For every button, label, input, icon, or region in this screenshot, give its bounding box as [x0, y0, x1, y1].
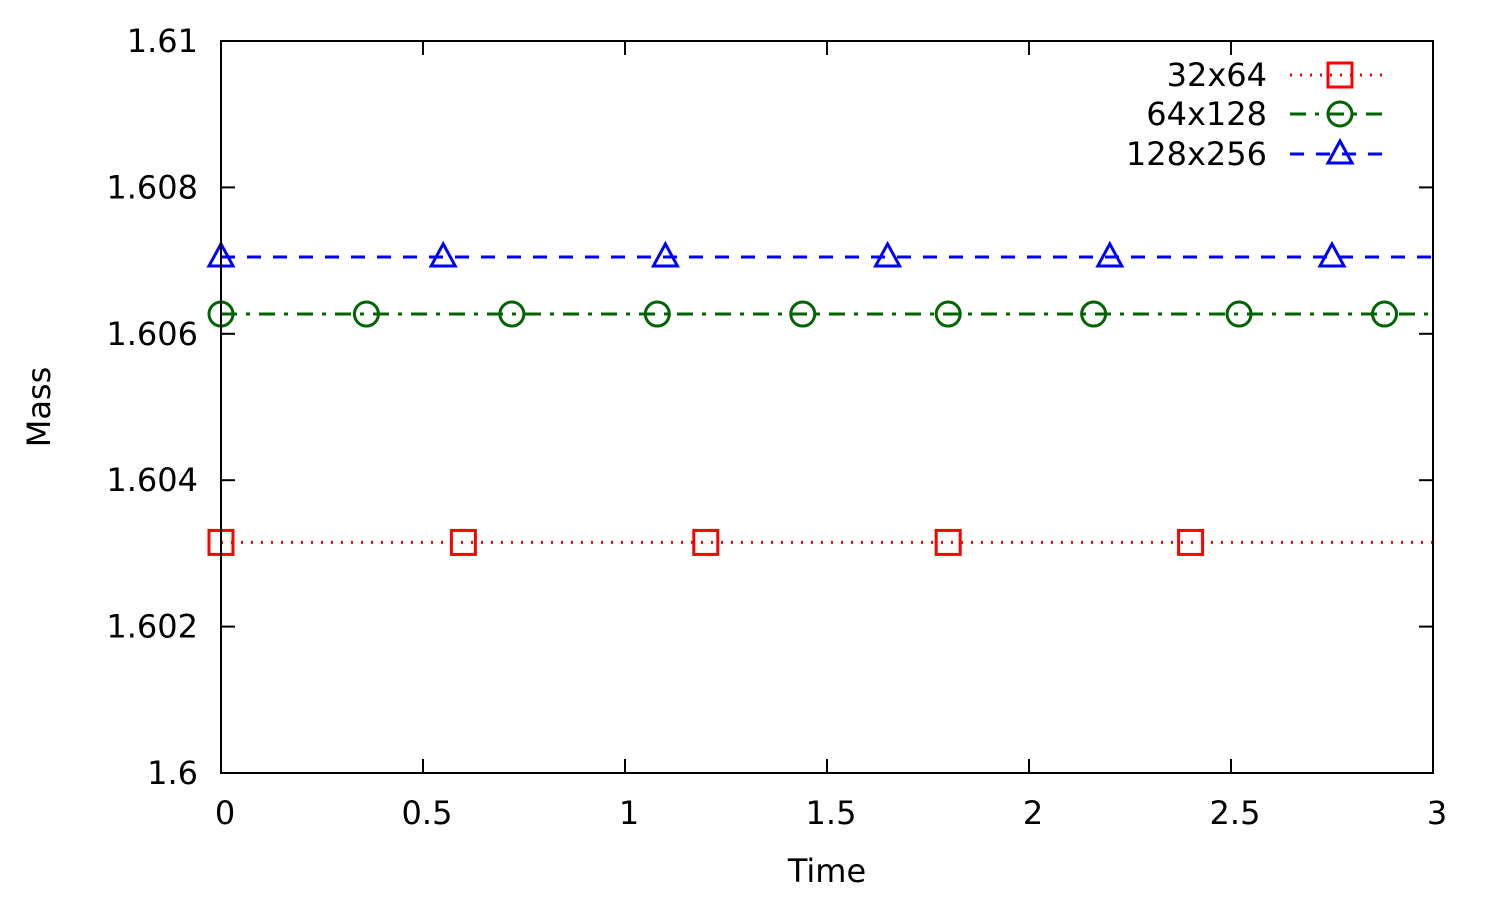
y-axis-title: Mass: [20, 367, 58, 448]
data-point-32x64-1: [449, 528, 477, 556]
data-point-128x256-3: [873, 240, 903, 268]
x-tick-label-3: 1.5: [806, 794, 857, 832]
data-point-32x64-3: [934, 528, 962, 556]
x-tick-label-1: 0.5: [402, 794, 453, 832]
data-point-64x128-4: [789, 300, 817, 328]
y-tick-label-2: 1.604: [106, 461, 198, 499]
ticks-layer: 0 0.5 1 1.5 2 2.5 3 1.6 1.602 1.604 1.606 1.608 1.61: [106, 22, 1447, 832]
y-tick-label-3: 1.606: [106, 315, 198, 353]
series-128x256: [206, 240, 1433, 268]
x-tick-label-4: 2: [1023, 794, 1043, 832]
y-tick-label-5: 1.61: [127, 22, 198, 60]
data-point-64x128-2: [498, 300, 526, 328]
legend-entry-128x256: 128x256: [1126, 135, 1390, 173]
data-point-128x256-2: [650, 240, 680, 268]
data-point-128x256-1: [428, 240, 458, 268]
data-point-64x128-1: [352, 300, 380, 328]
data-point-128x256-5: [1317, 240, 1347, 268]
legend-entry-64x128: 64x128: [1146, 95, 1390, 133]
y-tick-label-1: 1.602: [106, 608, 198, 646]
data-point-32x64-4: [1177, 528, 1205, 556]
data-point-64x128-6: [1080, 300, 1108, 328]
legend-marker-64x128: [1326, 100, 1354, 128]
data-point-32x64-2: [692, 528, 720, 556]
legend-label-32x64: 32x64: [1167, 56, 1267, 94]
data-point-64x128-3: [643, 300, 671, 328]
y-tick-label-0: 1.6: [147, 754, 198, 792]
data-point-128x256-4: [1095, 240, 1125, 268]
data-point-64x128-8: [1371, 300, 1399, 328]
data-point-64x128-5: [934, 300, 962, 328]
x-tick-label-5: 2.5: [1210, 794, 1261, 832]
legend-label-128x256: 128x256: [1126, 135, 1267, 173]
x-tick-label-0: 0: [215, 794, 235, 832]
series-64x128: [207, 300, 1433, 328]
x-tick-label-2: 1: [619, 794, 639, 832]
series-layer: [206, 240, 1433, 556]
legend-marker-32x64: [1326, 61, 1354, 89]
y-tick-label-4: 1.608: [106, 168, 198, 206]
series-32x64: [207, 528, 1433, 556]
legend-marker-128x256: [1325, 137, 1355, 165]
legend-label-64x128: 64x128: [1146, 95, 1267, 133]
x-tick-label-6: 3: [1427, 794, 1447, 832]
legend-entry-32x64: 32x64: [1167, 56, 1390, 94]
x-axis-title: Time: [787, 852, 866, 890]
data-point-64x128-7: [1225, 300, 1253, 328]
